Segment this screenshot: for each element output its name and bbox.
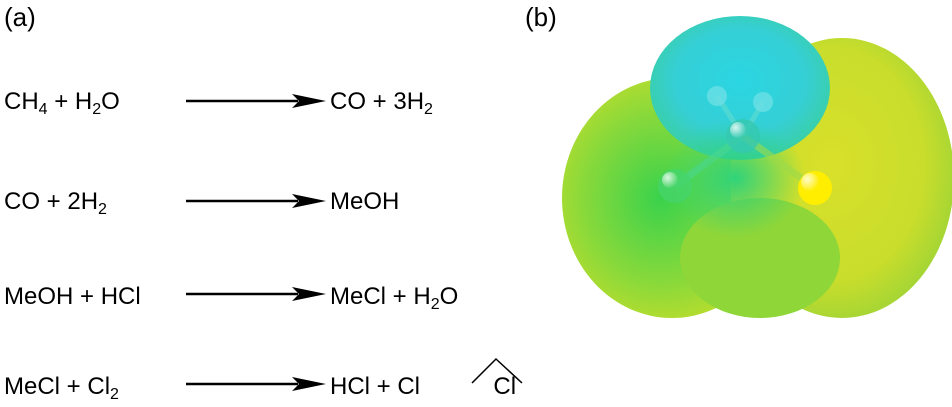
reaction-arrow-1 [186,94,326,108]
reaction-1-products: CO + 3H2 [330,88,433,118]
panel-label-b: (b) [525,2,557,32]
reaction-4-products: HCl + Cl Cl [330,373,517,400]
reaction-2-reactants: CO + 2H2 [4,188,107,218]
dichloromethane-skeletal-bonds [471,357,523,384]
reaction-3-products: MeCl + H2O [330,283,459,313]
reaction-arrow-3 [186,287,326,301]
electrostatic-potential-surface [562,16,952,318]
reaction-4-reactants: MeCl + Cl2 [4,373,119,403]
reaction-3-reactants: MeOH + HCl [4,283,141,310]
reaction-arrow-4 [186,377,326,391]
surface-lobe-top [650,16,830,160]
reaction-arrow-2 [186,194,326,208]
reaction-2-products: MeOH [330,188,400,215]
reaction-1-reactants: CH4 + H2O [4,88,120,118]
hydrogen-atom-2 [753,92,773,112]
hydrogen-atom-1 [707,86,727,106]
panel-label-a: (a) [4,2,36,32]
surface-center-glow [665,118,805,238]
